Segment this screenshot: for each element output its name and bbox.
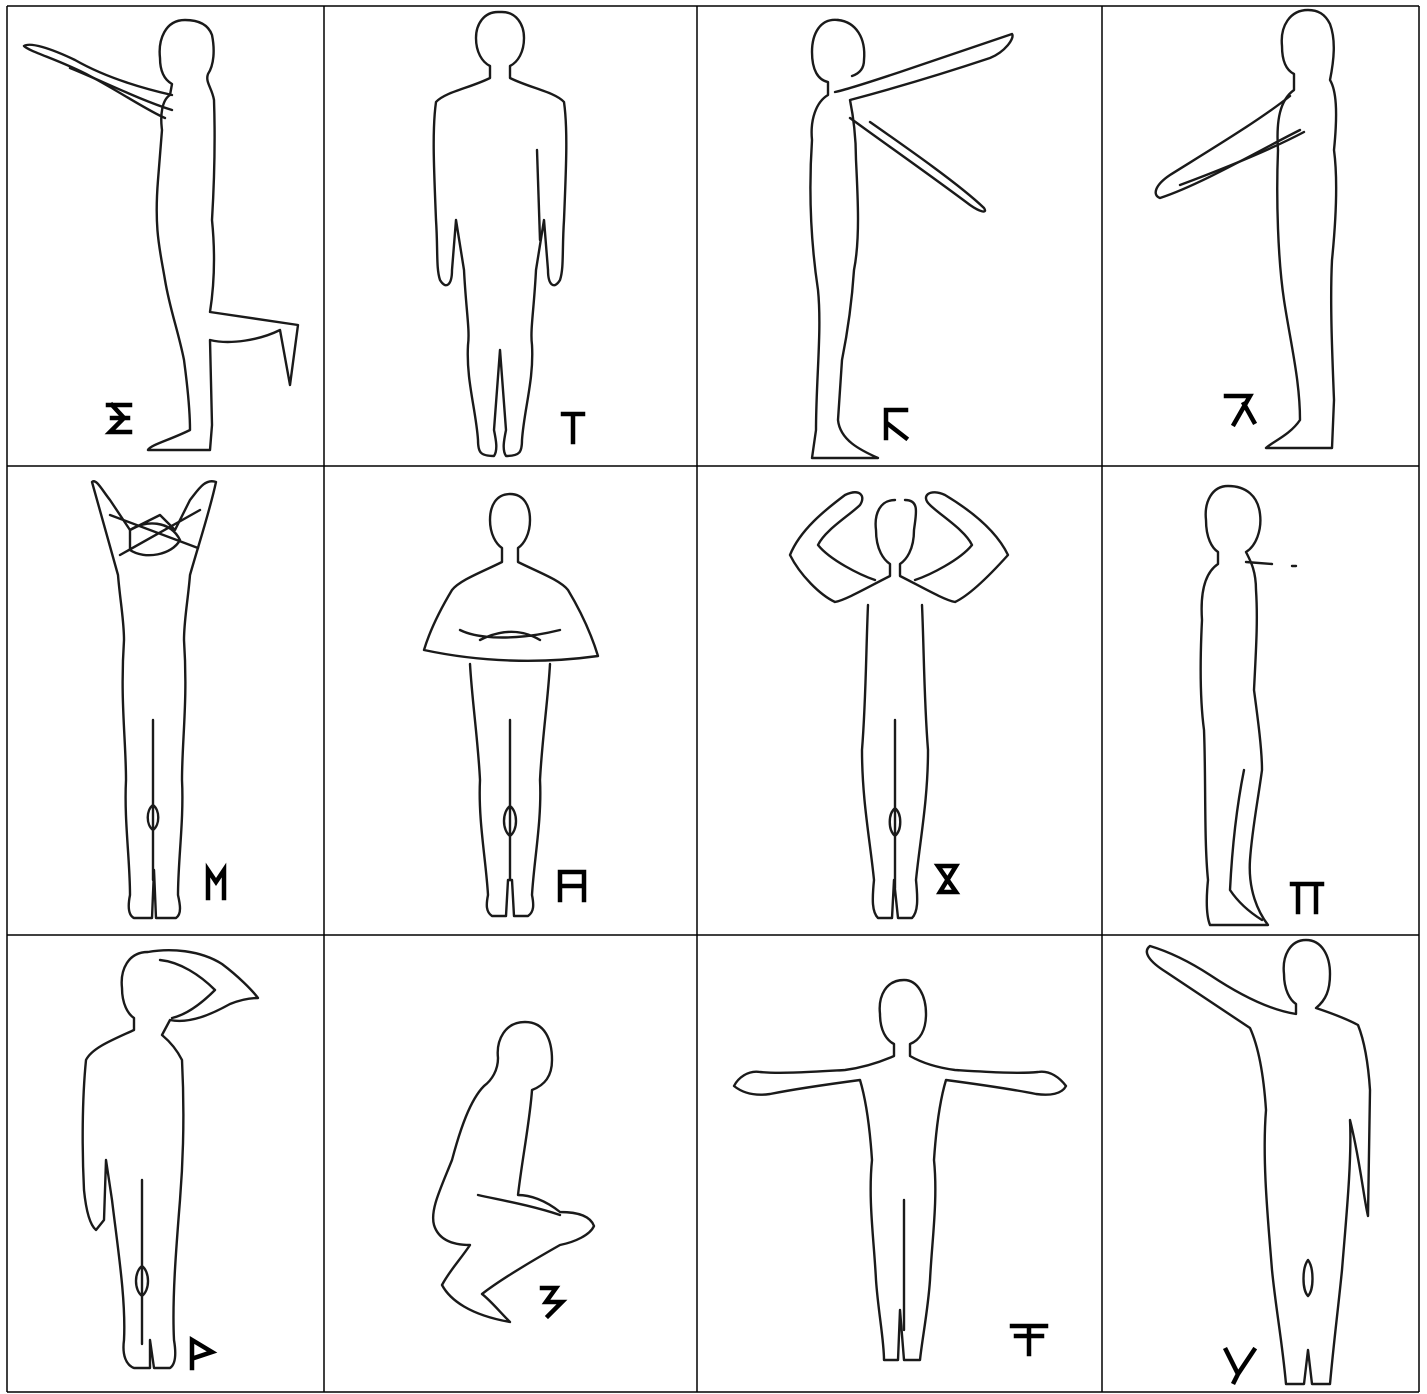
rune-double-t-icon [1012, 1326, 1046, 1354]
panel-11 [734, 980, 1066, 1360]
human-figure-icon [1147, 940, 1370, 1384]
rune-hourglass-icon [938, 866, 956, 892]
panel-7 [790, 492, 1008, 918]
rune-pi-icon [1292, 884, 1322, 912]
human-figure-icon [24, 20, 298, 450]
rune-e-icon [108, 405, 130, 432]
human-figure-icon [810, 20, 1012, 458]
panel-8 [1201, 486, 1322, 925]
panel-9 [83, 950, 258, 1368]
human-figure-icon [424, 494, 598, 916]
human-figure-icon [734, 980, 1066, 1360]
rune-y-icon [1226, 1350, 1254, 1382]
rune-t-icon [563, 414, 583, 442]
panel-12 [1147, 940, 1370, 1384]
human-figure-icon [434, 12, 567, 456]
panel-10 [433, 1022, 594, 1322]
panel-1 [24, 20, 298, 450]
human-figure-icon [1156, 10, 1336, 448]
panel-2 [434, 12, 583, 456]
panel-5 [92, 481, 224, 918]
panel-6 [424, 494, 598, 916]
rune-lambda-icon [1226, 396, 1254, 424]
human-figure-icon [83, 950, 258, 1368]
human-figure-icon [92, 481, 216, 918]
human-figure-icon [433, 1022, 594, 1322]
human-figure-icon [1201, 486, 1296, 925]
rune-z-icon [542, 1288, 562, 1316]
human-figure-icon [790, 492, 1008, 918]
rune-m-icon [208, 870, 224, 898]
rune-p-icon [192, 1340, 212, 1368]
grid-lines [7, 6, 1419, 1392]
rune-k-icon [886, 410, 906, 438]
panel-4 [1156, 10, 1336, 448]
panel-3 [810, 20, 1012, 458]
rune-h-icon [560, 872, 584, 900]
